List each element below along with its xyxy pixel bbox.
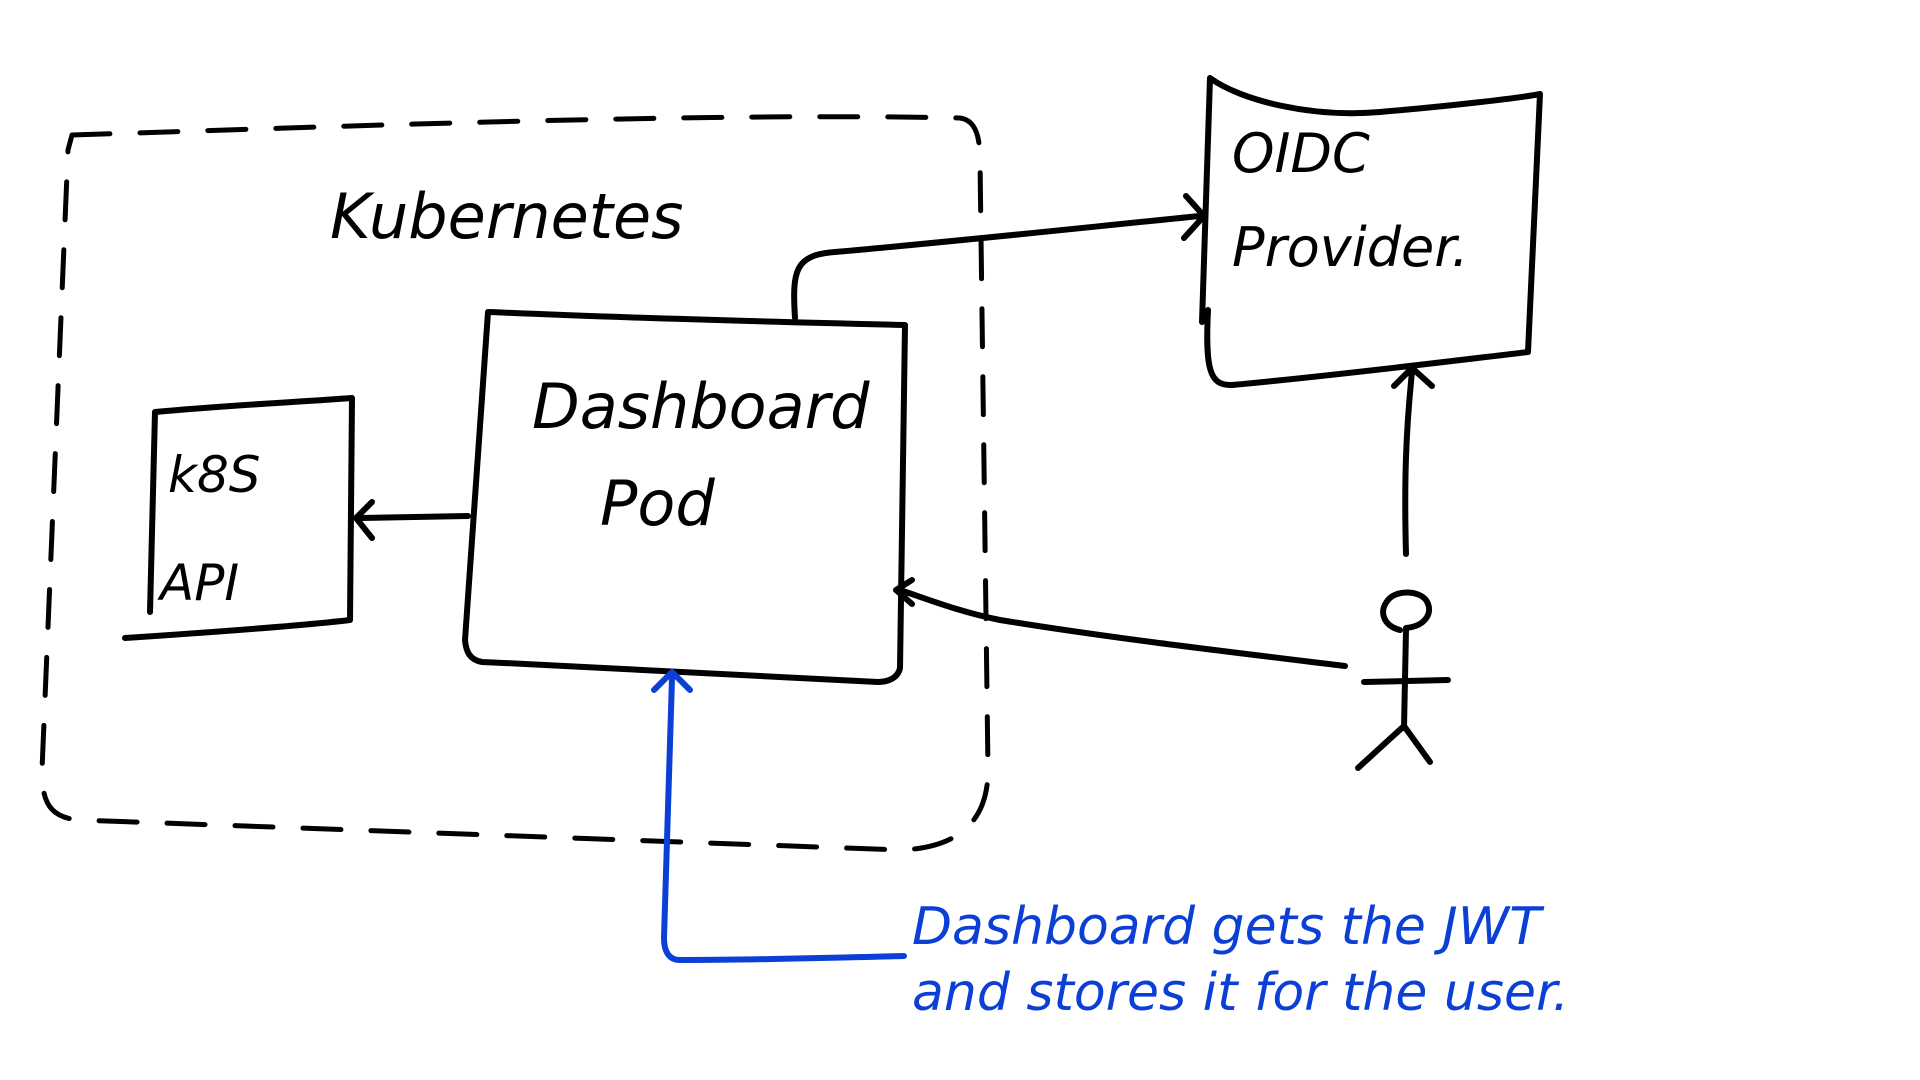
kubernetes-cluster-boundary [39, 114, 991, 853]
kubernetes-label: Kubernetes [330, 180, 683, 253]
oidc-provider-label-line2: Provider. [1232, 216, 1469, 279]
arrow-dashboard-to-oidc [791, 193, 1207, 321]
k8s-api-label-line2: API [157, 554, 239, 612]
oidc-provider-box [1199, 75, 1543, 389]
user-arms [1361, 677, 1451, 685]
dashboard-pod-label-line1: Dashboard [532, 370, 870, 443]
annotation-line1: Dashboard gets the JWT [912, 897, 1545, 957]
annotation-arrow [651, 669, 907, 963]
arrow-user-to-dashboard [893, 577, 1348, 669]
dashboard-pod-label-line2: Pod [600, 467, 715, 540]
dashboard-pod-box [462, 309, 908, 685]
user-legs [1355, 723, 1433, 771]
user-head [1380, 589, 1433, 633]
stick-figure-icon [1355, 589, 1451, 771]
k8s-api-label-line1: k8S [168, 446, 261, 504]
arrow-dashboard-to-k8s-api [353, 499, 471, 541]
oidc-provider-label-line1: OIDC [1232, 122, 1370, 185]
arrow-user-to-oidc [1391, 365, 1435, 557]
annotation-line2: and stores it for the user. [912, 963, 1569, 1023]
k8s-api-box [122, 395, 355, 641]
